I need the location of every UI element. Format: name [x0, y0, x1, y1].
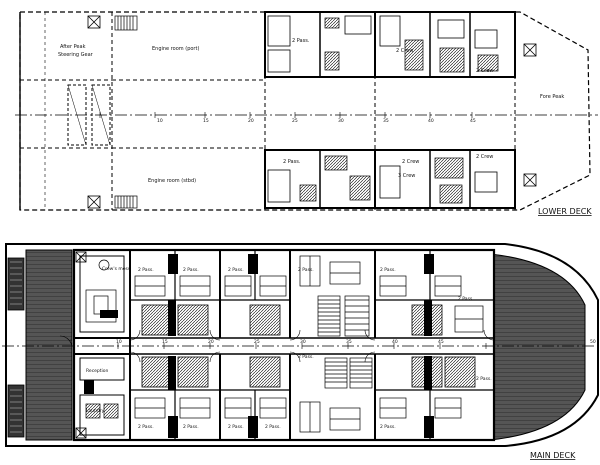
- main-frame-ticks: [71, 343, 487, 349]
- label-cabin: 2 Pass.: [476, 376, 492, 382]
- label-cabin: 2 Pass.: [138, 424, 154, 430]
- main-frame-label: 5: [70, 339, 73, 345]
- label-cabin: 2 Pass.: [138, 267, 154, 273]
- lower-frame-label: 15: [203, 118, 209, 124]
- lower-deck: [15, 11, 598, 211]
- lower-cabins-upper-detail: [324, 17, 499, 73]
- main-beds-upper: [134, 255, 484, 333]
- lower-frame-label: 40: [428, 118, 434, 124]
- main-frame-label: 15: [162, 339, 168, 345]
- lower-cabins-upper: [264, 11, 516, 78]
- lower-deck-title: LOWER DECK: [538, 207, 592, 216]
- lower-frame-label: 35: [383, 118, 389, 124]
- aft-deck-planking: [25, 249, 73, 441]
- lower-frame-label: 25: [292, 118, 298, 124]
- label-cabin: 2 Pass.: [298, 267, 314, 273]
- main-aft-rooms: [79, 255, 125, 436]
- lower-frame-label: 20: [248, 118, 254, 124]
- fore-deck-planking: [489, 253, 586, 441]
- label-cabin: 2 Pass.: [380, 267, 396, 273]
- lower-deck-labels: After Peak Steering Gear Engine room (po…: [58, 38, 592, 216]
- label-cabin: 2 Pass.: [458, 296, 474, 302]
- main-frame-label: 30: [300, 339, 306, 345]
- label-crew-mess: Crew's mess: [102, 266, 131, 272]
- label-cabin: 2 Pass.: [380, 424, 396, 430]
- label-reception: Reception: [86, 368, 109, 374]
- label-steering-gear: Steering Gear: [58, 52, 94, 58]
- lower-ladder-bottom: [114, 195, 138, 209]
- lower-frame-label: 30: [338, 118, 344, 124]
- label-engine-stbd: Engine room (stbd): [148, 178, 196, 184]
- label-after-peak: After Peak: [60, 44, 86, 50]
- main-stairs: [317, 295, 373, 389]
- label-cabin: 2 Pass.: [183, 267, 199, 273]
- main-frame-label: 35: [346, 339, 352, 345]
- main-frame-label: 45: [438, 339, 444, 345]
- label-cabin: 2 Pass.: [298, 354, 314, 360]
- label-lower-crew-4: 2 Crew: [476, 154, 493, 160]
- main-frame-label: 40: [392, 339, 398, 345]
- label-lower-crew-1: 2 Crew: [396, 48, 413, 54]
- label-lower-crew-5: 3 Crew: [398, 173, 415, 179]
- label-cabin: 2 Pass.: [228, 424, 244, 430]
- main-service-ducts: [84, 254, 434, 438]
- label-cabin: 2 Pass.: [265, 424, 281, 430]
- lower-ladder-top: [114, 15, 138, 31]
- label-cabin: 2 Pass.: [228, 267, 244, 273]
- label-cabin: 2 Pass.: [183, 424, 199, 430]
- main-deck: [2, 243, 599, 447]
- label-lower-pass-2: 2 Pass.: [283, 159, 301, 165]
- main-beds-lower: [134, 397, 462, 433]
- main-frame-label: 20: [208, 339, 214, 345]
- label-lower-crew-2: 2 Crew: [476, 68, 493, 74]
- lower-frame-label: 45: [470, 118, 476, 124]
- main-bathrooms: [141, 304, 476, 388]
- main-deck-labels: Crew's mess Reception Laundry 2 Pass. 2 …: [70, 266, 596, 460]
- label-fore-peak: Fore Peak: [540, 94, 564, 100]
- lower-frame-label: 10: [157, 118, 163, 124]
- label-lower-pass-1: 2 Pass.: [292, 38, 310, 44]
- main-frame-label: 25: [254, 339, 260, 345]
- main-frame-label: 10: [116, 339, 122, 345]
- label-laundry: Laundry: [86, 408, 105, 414]
- lower-cabins-lower: [264, 149, 516, 209]
- label-engine-port: Engine room (port): [152, 46, 199, 52]
- lower-cabins-lower-detail: [299, 155, 464, 204]
- lower-frame-ticks: [99, 112, 473, 118]
- main-frame-label: 50: [590, 339, 596, 345]
- label-lower-crew-3: 2 Crew: [402, 159, 419, 165]
- main-deck-title: MAIN DECK: [530, 451, 576, 460]
